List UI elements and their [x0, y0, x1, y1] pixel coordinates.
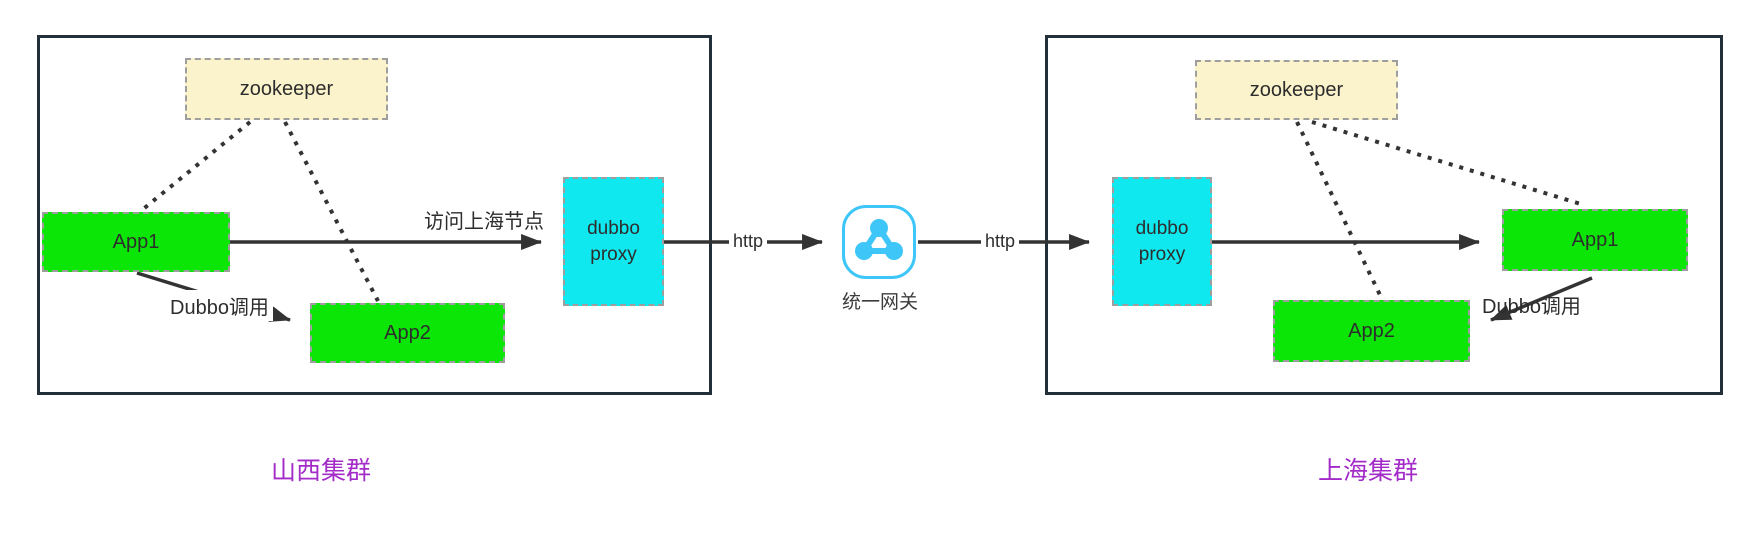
node-right-app1: App1 — [1502, 209, 1688, 271]
node-label: App2 — [1348, 319, 1395, 342]
edge-label-dubbo-call-right: Dubbo调用 — [1482, 296, 1581, 318]
edge-label-http-right: http — [981, 230, 1020, 253]
node-label: App1 — [112, 230, 160, 253]
left-cluster-box — [37, 35, 712, 395]
gateway-node — [842, 205, 916, 279]
node-label: zookeeper — [239, 77, 334, 100]
edge-label-http-left: http — [729, 230, 768, 253]
node-left-app2: App2 — [310, 303, 505, 363]
right-cluster-title: 上海集群 — [1317, 457, 1418, 485]
node-label: App1 — [1571, 228, 1619, 251]
node-left-zookeeper: zookeeper — [185, 58, 388, 120]
edge-right-zookeeper-to-app2 — [1295, 121, 1382, 296]
edge-left-zookeeper-to-app2 — [283, 121, 380, 302]
network-gateway-icon — [855, 219, 903, 260]
node-label: dubbo proxy — [587, 217, 640, 265]
node-label: App2 — [384, 321, 431, 344]
node-left-dubbo-proxy: dubbo proxy — [563, 177, 664, 306]
node-label: zookeeper — [1249, 78, 1344, 101]
gateway-label: 统一网关 — [841, 292, 918, 313]
edge-left-zookeeper-to-app1 — [140, 120, 252, 212]
edge-right-app1-to-app2 — [1490, 276, 1593, 322]
right-cluster-box — [1045, 35, 1723, 395]
node-label: dubbo proxy — [1135, 217, 1189, 265]
edge-label-visit-shanghai: 访问上海节点 — [424, 211, 544, 233]
edge-label-dubbo-call-left: Dubbo调用 — [166, 290, 273, 321]
edge-right-zookeeper-to-app1 — [1311, 120, 1585, 207]
node-right-app2: App2 — [1273, 300, 1470, 362]
node-right-dubbo-proxy: dubbo proxy — [1112, 177, 1212, 306]
node-left-app1: App1 — [42, 212, 230, 272]
node-right-zookeeper: zookeeper — [1195, 60, 1398, 120]
left-cluster-title: 山西集群 — [270, 457, 371, 485]
